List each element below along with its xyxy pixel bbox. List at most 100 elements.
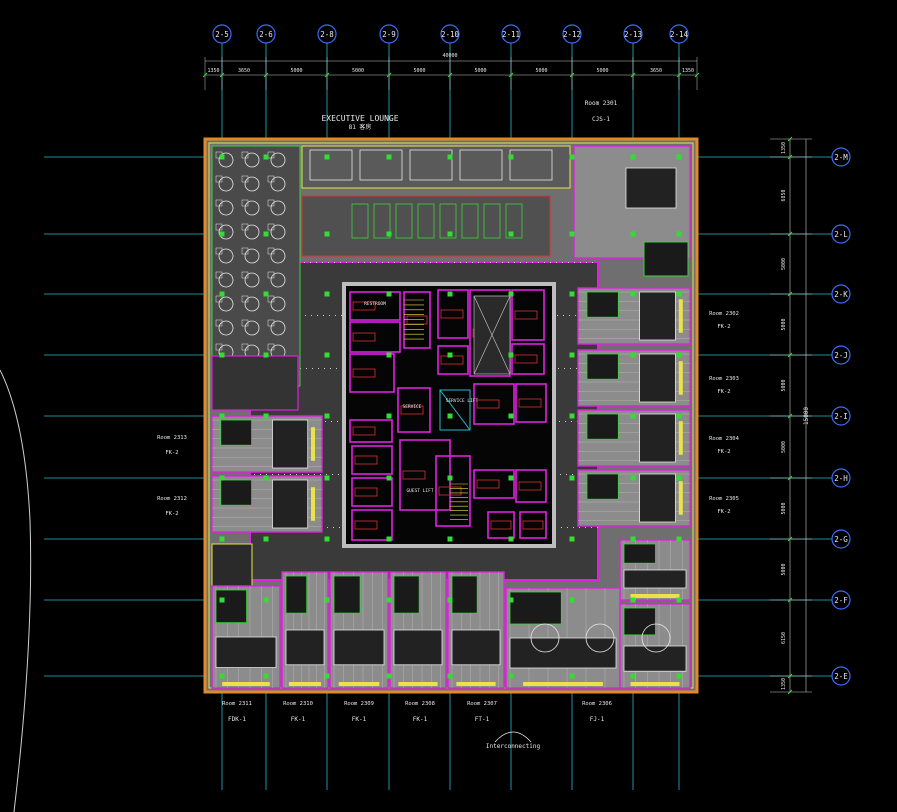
grid-bubble-row-label: 2-K xyxy=(834,290,848,299)
lounge-chair xyxy=(267,223,275,231)
corridor-speckle xyxy=(557,315,558,316)
structural-column xyxy=(219,231,225,237)
top-segment-dimension: 3650 xyxy=(238,68,250,74)
lounge-table xyxy=(244,152,260,168)
room-right-type: FK-2 xyxy=(717,324,730,330)
grid-bubble-row-label: 2-H xyxy=(834,474,848,483)
structural-column xyxy=(447,536,453,542)
right-segment-dimension: 1350 xyxy=(781,142,787,154)
dining-table xyxy=(351,203,369,239)
lounge-chair xyxy=(241,343,249,351)
corridor-speckle xyxy=(337,421,338,422)
buffet-counter xyxy=(509,149,553,181)
dimension-slash xyxy=(263,72,269,78)
core-room-tag xyxy=(476,479,500,489)
structural-column xyxy=(386,231,392,237)
top-segment-dimension: 5000 xyxy=(290,68,302,74)
corridor-speckle xyxy=(568,262,569,263)
room-bottom-3 xyxy=(329,571,389,689)
site-boundary-curve xyxy=(0,369,32,812)
corridor-speckle xyxy=(370,262,371,263)
top-segment-dimension: 1350 xyxy=(207,68,219,74)
corridor-speckle xyxy=(556,262,557,263)
bed xyxy=(639,413,676,463)
corridor-speckle xyxy=(460,262,461,263)
interconnecting-arc xyxy=(494,731,532,743)
corridor-speckle xyxy=(526,262,527,263)
grid-bubble-col xyxy=(317,24,337,44)
corridor-speckle xyxy=(569,315,570,316)
top-segment-dimension: 5000 xyxy=(535,68,547,74)
dimension-slash xyxy=(787,597,793,603)
bathroom xyxy=(220,419,253,446)
structural-column xyxy=(569,291,575,297)
right-segment-dimension: 5000 xyxy=(781,502,787,514)
corridor-speckle xyxy=(538,262,539,263)
dimension-slash xyxy=(787,154,793,160)
bathroom xyxy=(393,575,420,614)
bathroom xyxy=(220,479,253,506)
dimension-slash xyxy=(219,72,225,78)
corridor-speckle xyxy=(448,262,449,263)
core-room-tag xyxy=(518,398,542,408)
core-room xyxy=(437,345,469,375)
grid-bubble-row xyxy=(831,284,851,304)
corridor-speckle xyxy=(520,262,521,263)
structural-column xyxy=(219,475,225,481)
dimension-slash xyxy=(787,413,793,419)
grid-bubble-col-label: 2-5 xyxy=(215,30,229,39)
corridor-speckle xyxy=(572,474,573,475)
window-sill xyxy=(678,421,683,455)
structural-column xyxy=(676,291,682,297)
corridor-speckle xyxy=(514,262,515,263)
lounge-subtitle: 81 客房 xyxy=(349,123,372,131)
core-room-tag xyxy=(354,520,378,530)
corridor-speckle xyxy=(502,262,503,263)
core-room xyxy=(399,439,451,511)
structural-column xyxy=(508,291,514,297)
structural-column xyxy=(324,154,330,160)
corridor-speckle xyxy=(436,262,437,263)
right-segment-dimension: 6150 xyxy=(781,632,787,644)
buffet-counter xyxy=(359,149,403,181)
core-room-tag xyxy=(440,309,464,319)
grid-bubble-col xyxy=(501,24,521,44)
core-label: SERVICE LIFT xyxy=(446,398,479,404)
structural-column xyxy=(324,475,330,481)
structural-column xyxy=(386,597,392,603)
grid-bubble-col-label: 2-6 xyxy=(259,30,273,39)
lounge-table xyxy=(270,296,286,312)
dimension-slash xyxy=(694,72,700,78)
structural-column xyxy=(676,475,682,481)
structural-column xyxy=(676,536,682,542)
corridor-speckle xyxy=(318,368,319,369)
window-sill xyxy=(630,682,680,686)
room-bottom-2 xyxy=(281,571,329,689)
core-room-tag xyxy=(352,368,376,378)
dimension-slash xyxy=(787,689,793,695)
corridor-speckle xyxy=(496,262,497,263)
core-room-tag xyxy=(490,520,512,530)
room-right-label: Room 2305 xyxy=(709,496,739,502)
dimension-slash xyxy=(787,673,793,679)
lounge-chair xyxy=(241,151,249,159)
dimension-slash xyxy=(447,72,453,78)
corridor-speckle xyxy=(333,527,334,528)
structural-column xyxy=(676,673,682,679)
structural-column xyxy=(569,597,575,603)
core-room xyxy=(349,419,393,443)
core-room-tag xyxy=(354,487,378,497)
corridor-speckle xyxy=(323,315,324,316)
lounge-chair xyxy=(241,295,249,303)
core-room-tag xyxy=(352,426,376,436)
grid-bubble-col-label: 2-14 xyxy=(670,30,689,39)
corridor-speckle xyxy=(296,474,297,475)
grid-bubble-row-label: 2-G xyxy=(834,535,848,544)
lounge-chair xyxy=(267,343,275,351)
structural-column xyxy=(447,475,453,481)
dimension-slash xyxy=(676,72,682,78)
lounge-chair xyxy=(267,199,275,207)
lounge-chair xyxy=(267,271,275,279)
